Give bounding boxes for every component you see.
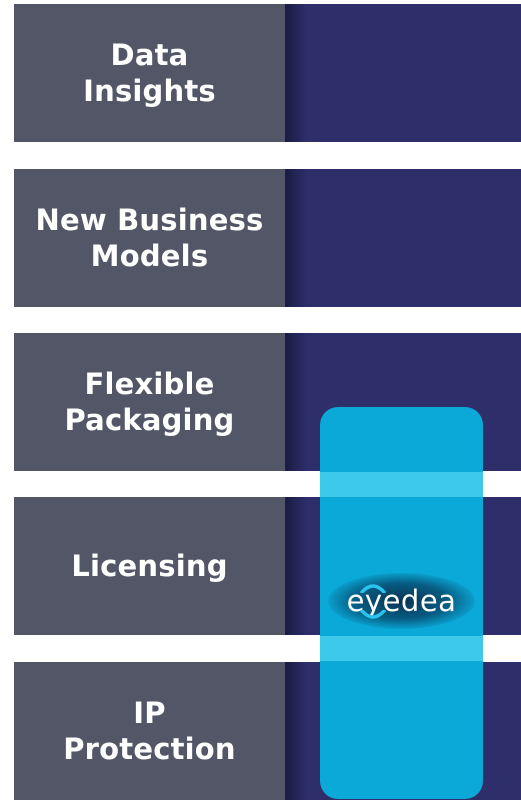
row-label-box: New Business Models — [14, 169, 285, 307]
row-label: New Business Models — [35, 203, 264, 273]
eye-arc-bottom-icon — [360, 610, 386, 619]
row-label: IP Protection — [63, 696, 236, 766]
row-label: Licensing — [71, 549, 228, 583]
row-label-box: Flexible Packaging — [14, 333, 285, 471]
row-label-box: Licensing — [14, 497, 285, 635]
row-data-insights: Data Insights — [14, 4, 521, 142]
eyedea-logo: eyedea — [320, 567, 483, 635]
logo-glow — [328, 573, 475, 629]
row-label-box: IP Protection — [14, 662, 285, 800]
row-label: Flexible Packaging — [64, 367, 235, 437]
row-right-block — [285, 169, 521, 307]
row-label-box: Data Insights — [14, 4, 285, 142]
row-new-business-models: New Business Models — [14, 169, 521, 307]
panel-highlight-band — [320, 472, 483, 497]
eyedea-panel: eyedea — [320, 407, 483, 799]
panel-highlight-band — [320, 636, 483, 661]
row-label: Data Insights — [83, 38, 216, 108]
row-right-block — [285, 4, 521, 142]
eye-arc-top-icon — [360, 584, 386, 593]
